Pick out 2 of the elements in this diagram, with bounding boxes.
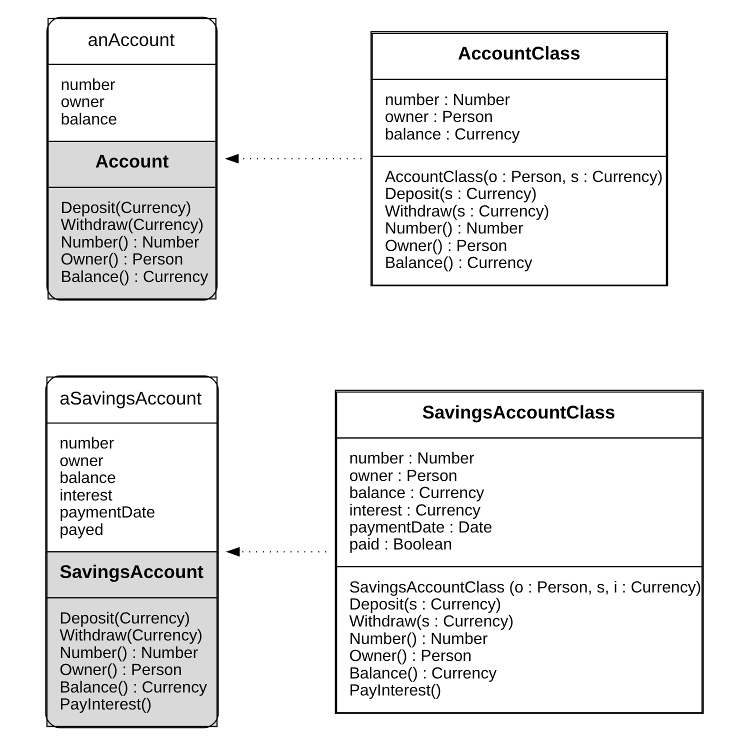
arrow (226, 546, 326, 557)
arrow (224, 154, 362, 164)
